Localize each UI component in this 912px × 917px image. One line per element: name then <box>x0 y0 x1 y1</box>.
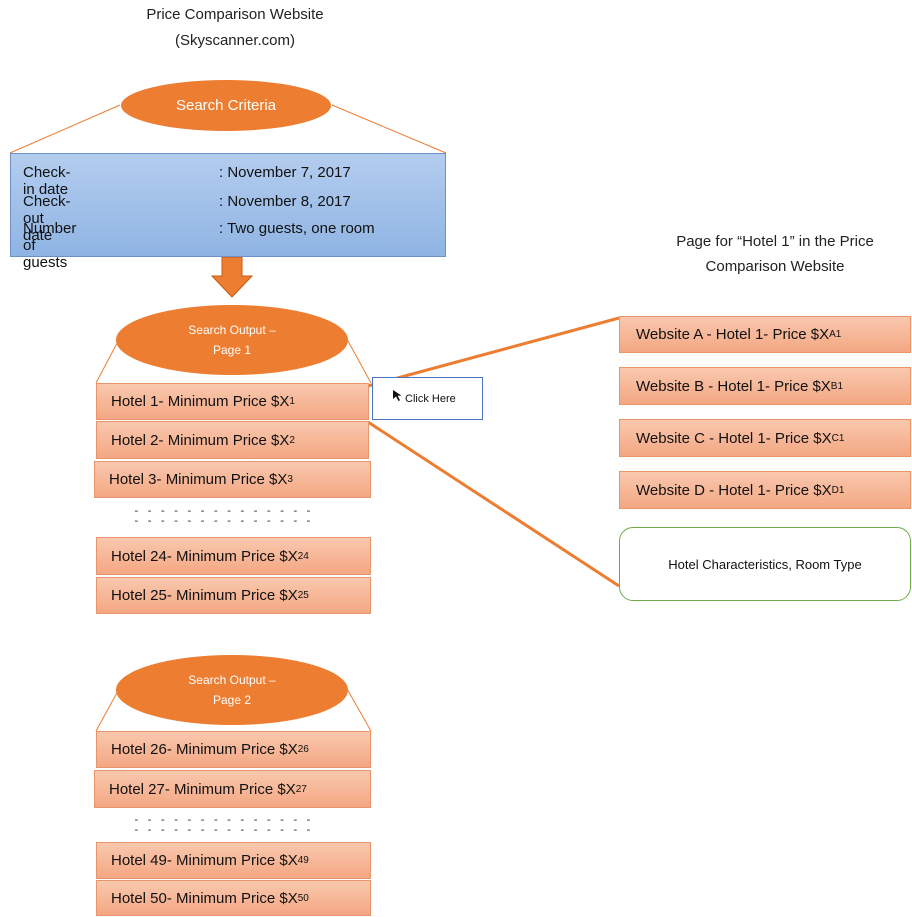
hotel1-to-characteristics-line <box>367 420 620 588</box>
search-output-page2-ellipse: Search Output – Page 2 <box>116 655 348 725</box>
page1-output-line2: Page 1 <box>212 343 252 357</box>
dash-line: - - - - - - - - - - - - - - <box>133 514 312 527</box>
page-title: Price Comparison Website (Skyscanner.com… <box>100 2 370 54</box>
website-text: Website C - Hotel 1- Price $X <box>636 429 832 447</box>
hotel-text: Hotel 24- Minimum Price $X <box>111 547 298 565</box>
hotel-text: Hotel 1- Minimum Price $X <box>111 393 290 410</box>
hotel-text: Hotel 2- Minimum Price $X <box>111 431 290 449</box>
criteria-value: : November 7, 2017 <box>219 164 351 181</box>
hotel-sub: 3 <box>287 474 293 485</box>
website-sub: B1 <box>830 380 844 392</box>
hotel-sub: 49 <box>297 855 309 866</box>
hotel-page-title-line1: Page for “Hotel 1” in the Price <box>676 233 874 250</box>
title-line1: Price Comparison Website <box>146 6 324 23</box>
criteria-label: Check-out date <box>23 193 71 244</box>
dash-line: - - - - - - - - - - - - - - <box>133 504 312 517</box>
hotel-text: Hotel 3- Minimum Price $X <box>109 471 288 488</box>
website-sub: D1 <box>831 484 845 496</box>
page1-output-line1: Search Output – <box>188 323 276 337</box>
search-criteria-label: Search Criteria <box>175 96 277 114</box>
click-here-label: Click Here <box>405 392 456 405</box>
hotel-sub: 1 <box>289 396 295 407</box>
hotel-text: Hotel 50- Minimum Price $X <box>111 889 298 907</box>
website-sub: A1 <box>829 329 842 340</box>
hotel-text: Hotel 26- Minimum Price $X <box>111 741 298 758</box>
website-text: Website D - Hotel 1- Price $X <box>636 481 832 499</box>
title-line2: (Skyscanner.com) <box>174 32 296 49</box>
hotel-characteristics-label: Hotel Characteristics, Room Type <box>668 556 862 572</box>
search-criteria-box: Check-in date : November 7, 2017 Check-o… <box>10 153 446 271</box>
criteria-value: : November 8, 2017 <box>219 193 351 210</box>
search-output-page1-ellipse: Search Output – Page 1 <box>116 305 348 375</box>
hotel-sub: 25 <box>297 590 309 601</box>
hotel-text: Hotel 49- Minimum Price $X <box>111 852 298 869</box>
search-criteria-ellipse: Search Criteria <box>121 80 331 131</box>
hotel-sub: 50 <box>297 892 309 904</box>
criteria-connector-left <box>9 104 121 154</box>
website-text: Website B - Hotel 1- Price $X <box>636 377 831 395</box>
hotel-text: Hotel 25- Minimum Price $X <box>111 587 298 604</box>
hotel-sub: 27 <box>295 783 307 795</box>
hotel-sub: 24 <box>297 550 309 562</box>
criteria-connector-right <box>331 104 447 154</box>
website-text: Website A - Hotel 1- Price $X <box>636 326 830 343</box>
click-here-button[interactable]: Click Here <box>372 377 483 420</box>
hotel-page-title-line2: Comparison Website <box>705 258 845 275</box>
hotel-sub: 2 <box>289 434 295 446</box>
hotel1-to-websites-line <box>367 316 620 388</box>
dash-line: - - - - - - - - - - - - - - <box>133 813 312 826</box>
criteria-label: Number of guests <box>23 220 77 271</box>
hotel-text: Hotel 27- Minimum Price $X <box>109 780 296 798</box>
page2-output-line2: Page 2 <box>212 693 252 707</box>
dash-line: - - - - - - - - - - - - - - <box>133 823 312 836</box>
cursor-arrow-icon <box>393 390 405 405</box>
page2-output-line1: Search Output – <box>188 673 276 687</box>
ellipsis-dashes-page1: - - - - - - - - - - - - - - - - - - - - … <box>133 504 312 527</box>
website-sub: C1 <box>831 432 845 444</box>
down-arrow <box>210 256 254 298</box>
criteria-label: Check-in date <box>23 164 71 198</box>
hotel-page-title: Page for “Hotel 1” in the Price Comparis… <box>640 229 910 279</box>
ellipsis-dashes-page2: - - - - - - - - - - - - - - - - - - - - … <box>133 813 312 836</box>
hotel-sub: 26 <box>297 744 309 755</box>
criteria-value: : Two guests, one room <box>219 220 375 237</box>
hotel-characteristics-box: Hotel Characteristics, Room Type <box>619 527 911 601</box>
